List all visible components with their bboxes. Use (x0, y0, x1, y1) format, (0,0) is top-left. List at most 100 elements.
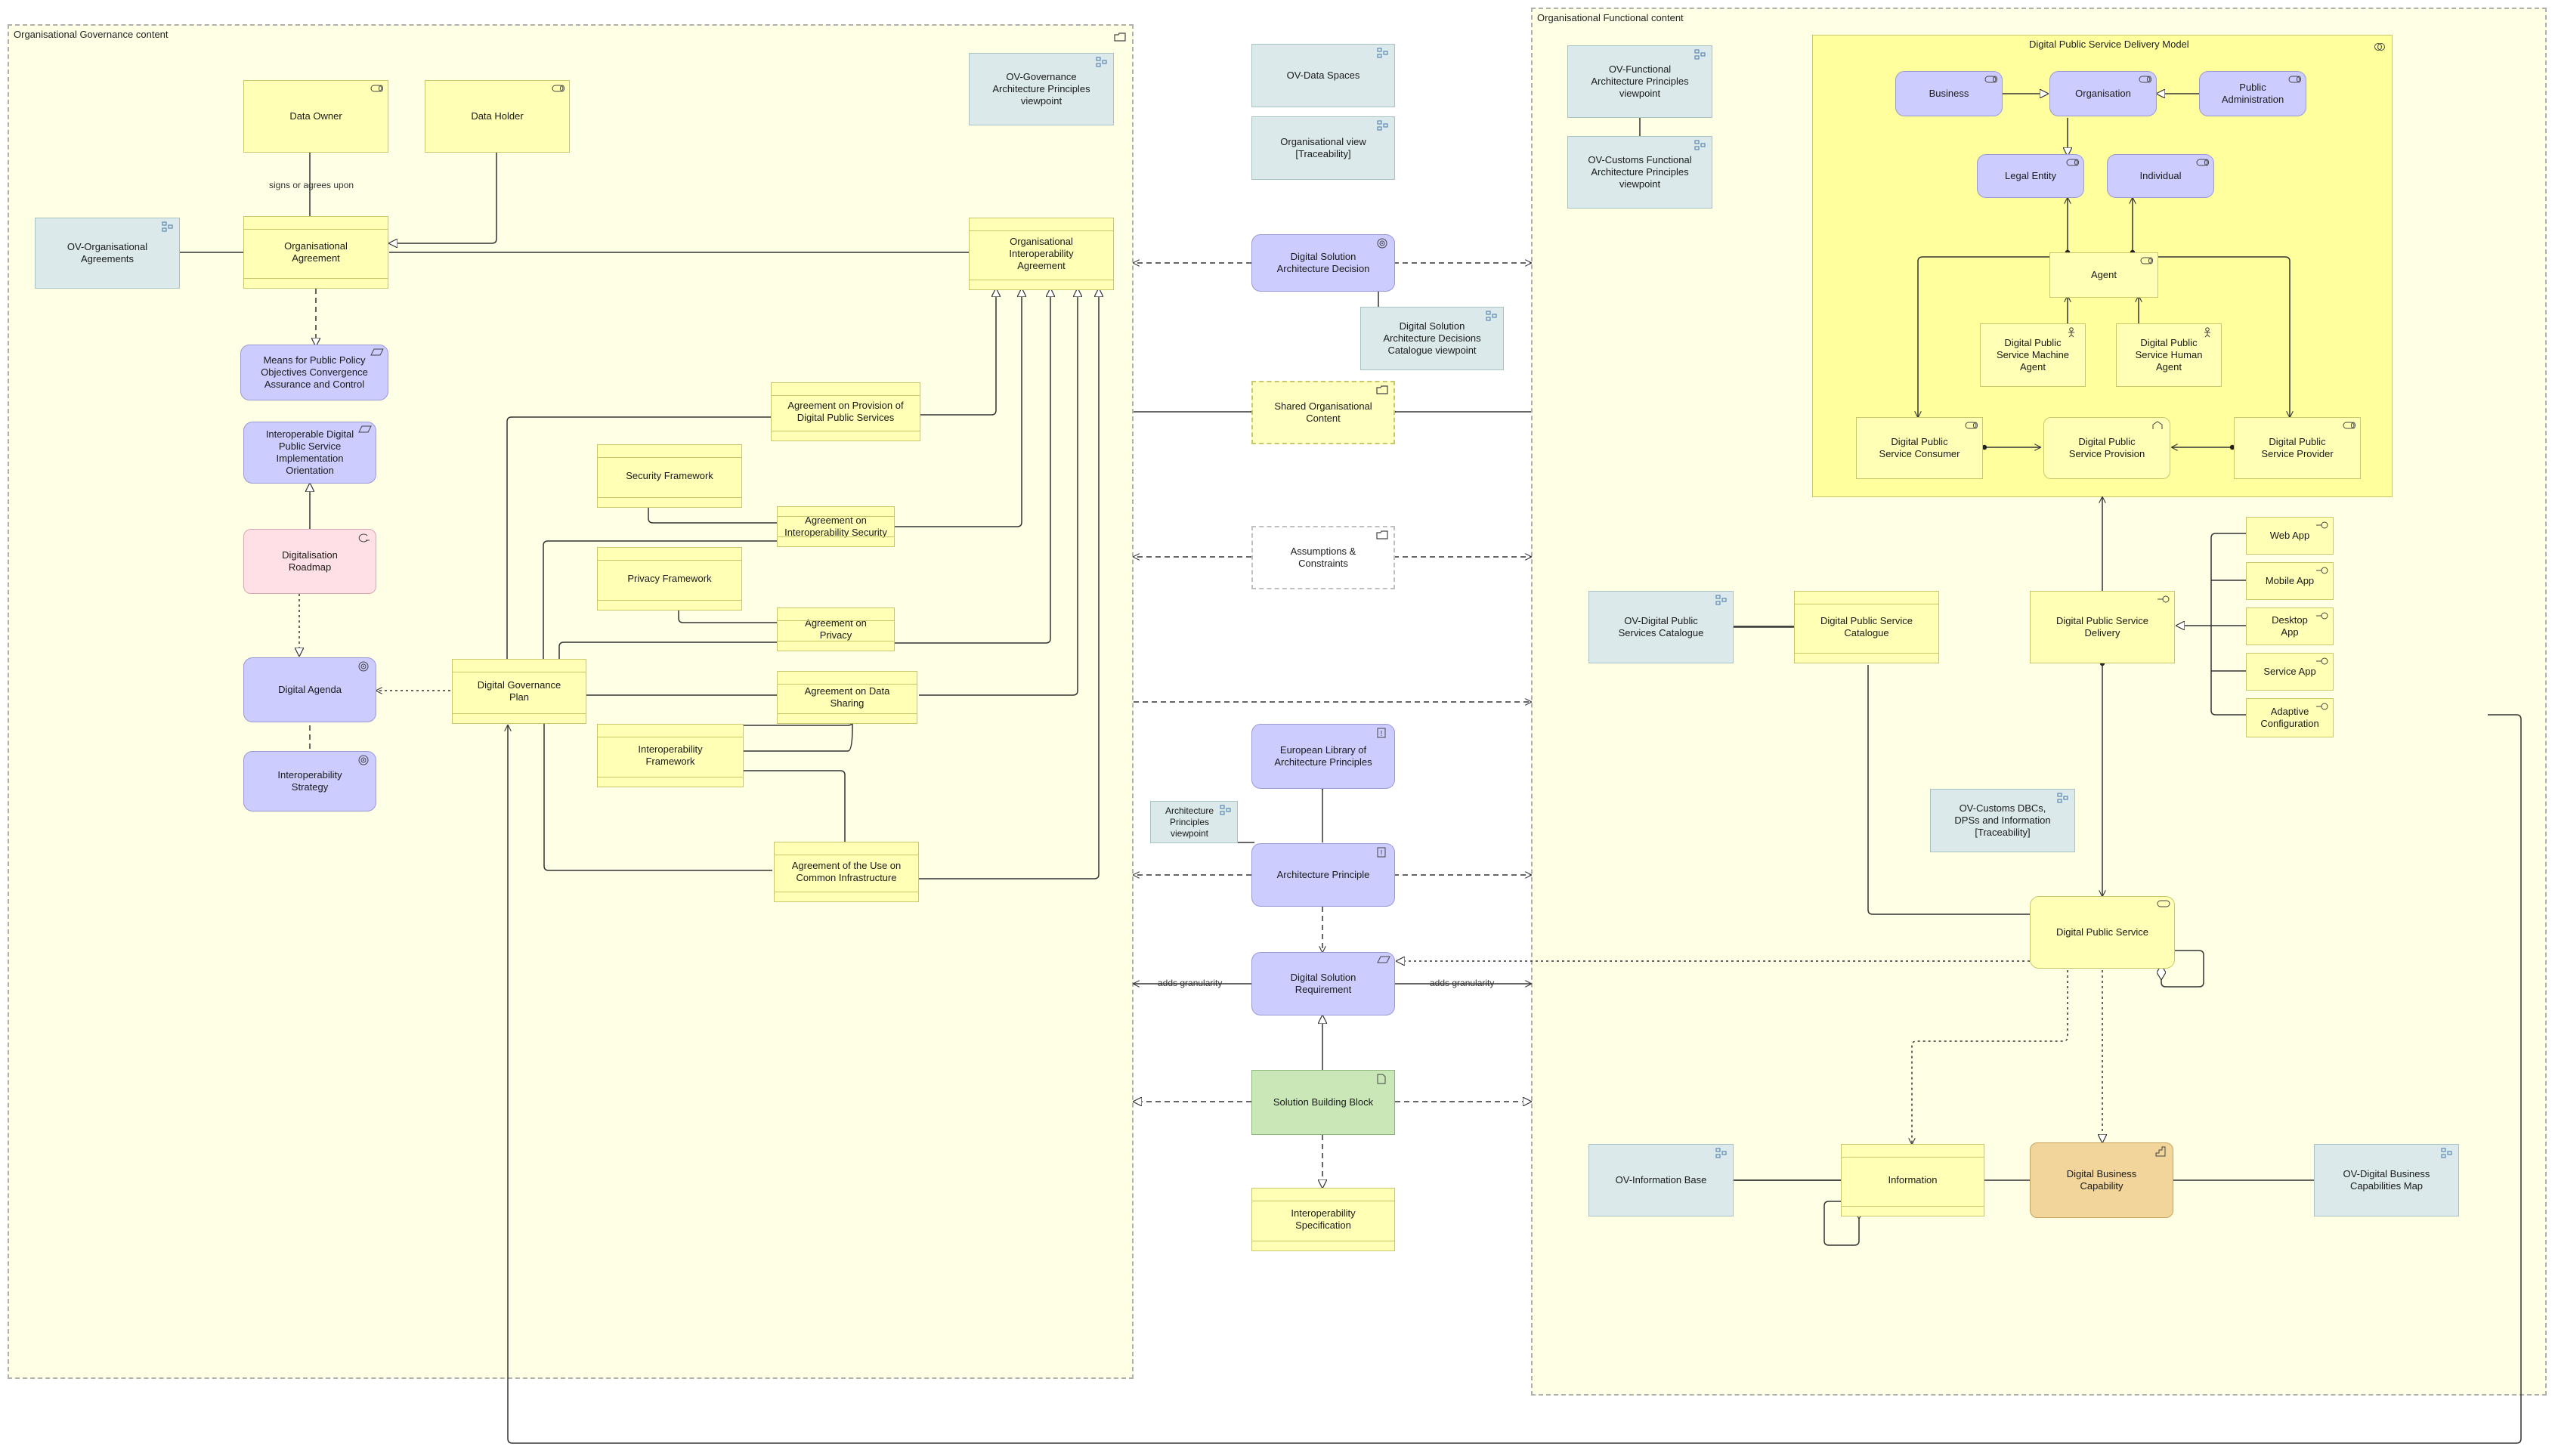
dps-delivery-interface[interactable]: Digital Public Service Delivery (2030, 591, 2175, 663)
desktop-app-label: Desktop App (2272, 614, 2308, 638)
ov-func-label: OV-Functional Architecture Principles vi… (1591, 63, 1689, 100)
dps-service[interactable]: Digital Public Service (2030, 896, 2175, 969)
viewpoint-icon (2057, 793, 2071, 803)
dsa-decision-label: Digital Solution Architecture Decision (1276, 250, 1370, 274)
ov-info-base-viewpoint[interactable]: OV-Information Base (1588, 1144, 1734, 1216)
ov-dps-catalogue-viewpoint[interactable]: OV-Digital Public Services Catalogue (1588, 591, 1734, 663)
viewpoint-icon (2441, 1148, 2454, 1158)
agr-infra-object[interactable]: Agreement of the Use on Common Infrastru… (774, 842, 919, 902)
interface-icon (2157, 595, 2170, 605)
governance-group-label: Organisational Governance content (14, 29, 169, 40)
adaptive-label: Adaptive Configuration (2260, 705, 2319, 729)
interop-dps-orientation[interactable]: Interoperable Digital Public Service Imp… (243, 422, 376, 484)
org-agreement-label: Organisational Agreement (284, 240, 348, 264)
goal-icon (358, 661, 372, 672)
interop-framework-object[interactable]: Interoperability Framework (597, 724, 744, 787)
interop-strategy-goal[interactable]: Interoperability Strategy (243, 751, 376, 811)
dsa-decision-goal[interactable]: Digital Solution Architecture Decision (1251, 234, 1395, 292)
privacy-framework-object[interactable]: Privacy Framework (597, 547, 742, 611)
artifact-icon (1377, 1074, 1390, 1084)
service-app-interface[interactable]: Service App (2246, 653, 2334, 691)
solution-requirement[interactable]: Digital Solution Requirement (1251, 952, 1395, 1015)
data-holder-label: Data Holder (471, 110, 524, 122)
shared-content-group[interactable]: Shared Organisational Content (1251, 381, 1395, 444)
role-icon (2288, 75, 2302, 85)
viewpoint-icon (1715, 1148, 1729, 1158)
interop-spec-object[interactable]: Interoperability Specification (1251, 1188, 1395, 1251)
machine-agent-actor[interactable]: Digital Public Service Machine Agent (1980, 323, 2086, 387)
agr-provision-object[interactable]: Agreement on Provision of Digital Public… (771, 382, 920, 441)
agr-data-object[interactable]: Agreement on Data Sharing (777, 671, 917, 724)
principle-icon: ! (1377, 728, 1390, 738)
role-icon (370, 84, 384, 94)
ov-func-principles-viewpoint[interactable]: OV-Functional Architecture Principles vi… (1567, 45, 1712, 118)
public-admin-role[interactable]: Public Administration (2199, 71, 2306, 116)
actor-icon (2204, 327, 2217, 338)
dps-catalogue-object[interactable]: Digital Public Service Catalogue (1794, 591, 1939, 663)
provision-label: Digital Public Service Provision (2068, 435, 2145, 459)
ov-agreements-viewpoint[interactable]: OV-Organisational Agreements (35, 218, 180, 289)
ov-dbc-map-viewpoint[interactable]: OV-Digital Business Capabilities Map (2314, 1144, 2459, 1216)
mobile-app-interface[interactable]: Mobile App (2246, 562, 2334, 600)
business-role[interactable]: Business (1895, 71, 2003, 116)
provider-role[interactable]: Digital Public Service Provider (2234, 417, 2361, 479)
individual-role[interactable]: Individual (2107, 154, 2214, 198)
arch-principle[interactable]: Architecture Principle ! (1251, 843, 1395, 907)
ov-customs-principles-viewpoint[interactable]: OV-Customs Functional Architecture Princ… (1567, 136, 1712, 209)
org-view-viewpoint[interactable]: Organisational view [Traceability] (1251, 116, 1395, 180)
ov-gov-principles-viewpoint[interactable]: OV-Governance Architecture Principles vi… (969, 53, 1114, 125)
ov-customs-dbc-viewpoint[interactable]: OV-Customs DBCs, DPSs and Information [T… (1930, 789, 2075, 852)
digitalisation-roadmap[interactable]: Digitalisation Roadmap (243, 529, 376, 594)
arch-vp-label: Architecture Principles viewpoint (1165, 805, 1214, 839)
web-app-interface[interactable]: Web App (2246, 517, 2334, 555)
information-object[interactable]: Information (1841, 1144, 1984, 1216)
assumptions-label: Assumptions & Constraints (1290, 545, 1356, 569)
ov-agreements-label: OV-Organisational Agreements (67, 240, 148, 264)
role-icon (1965, 421, 1978, 431)
organisation-role[interactable]: Organisation (2049, 71, 2157, 116)
org-agreement-object[interactable]: Organisational Agreement (243, 216, 388, 289)
dps-delivery-label: Digital Public Service Delivery (2055, 614, 2149, 638)
dbc-capability[interactable]: Digital Business Capability (2030, 1142, 2173, 1218)
security-framework-object[interactable]: Security Framework (597, 444, 742, 508)
ov-data-spaces-viewpoint[interactable]: OV-Data Spaces (1251, 44, 1395, 107)
org-interop-agreement-object[interactable]: Organisational Interoperability Agreemen… (969, 218, 1114, 290)
elap-principle[interactable]: European Library of Architecture Princip… (1251, 724, 1395, 789)
provision-function[interactable]: Digital Public Service Provision (2043, 417, 2170, 479)
adaptive-config-interface[interactable]: Adaptive Configuration (2246, 698, 2334, 737)
human-agent-label: Digital Public Service Human Agent (2135, 336, 2203, 373)
agr-privacy-object[interactable]: Agreement on Privacy (777, 607, 895, 651)
digital-agenda-goal[interactable]: Digital Agenda (243, 657, 376, 722)
solution-building-block[interactable]: Solution Building Block (1251, 1070, 1395, 1135)
interop-fw-label: Interoperability Framework (638, 743, 703, 767)
gov-plan-object[interactable]: Digital Governance Plan (452, 659, 586, 724)
gov-plan-label: Digital Governance Plan (477, 679, 561, 703)
data-holder-role[interactable]: Data Holder (425, 80, 570, 153)
ov-info-label: OV-Information Base (1615, 1173, 1707, 1186)
agent-role[interactable]: Agent (2049, 252, 2158, 298)
agr-security-object[interactable]: Agreement on Interoperability Security (777, 506, 895, 547)
shared-label: Shared Organisational Content (1274, 400, 1372, 424)
agr-data-label: Agreement on Data Sharing (804, 685, 890, 709)
ov-dbc-map-label: OV-Digital Business Capabilities Map (2343, 1167, 2430, 1192)
collaboration-icon (2374, 42, 2386, 51)
org-interop-agreement-label: Organisational Interoperability Agreemen… (1009, 235, 1074, 272)
agent-label: Agent (2091, 268, 2117, 280)
assumptions-group[interactable]: Assumptions & Constraints (1251, 526, 1395, 589)
information-label: Information (1888, 1173, 1938, 1186)
human-agent-actor[interactable]: Digital Public Service Human Agent (2116, 323, 2222, 387)
ov-gov-principles-label: OV-Governance Architecture Principles vi… (992, 70, 1090, 107)
service-app-label: Service App (2263, 665, 2316, 677)
desktop-app-interface[interactable]: Desktop App (2246, 607, 2334, 645)
dsa-catalogue-viewpoint[interactable]: Digital Solution Architecture Decisions … (1360, 307, 1504, 370)
arch-principles-viewpoint[interactable]: Architecture Principles viewpoint (1150, 801, 1238, 843)
ov-dps-catalogue-label: OV-Digital Public Services Catalogue (1618, 614, 1704, 638)
means-goal[interactable]: Means for Public Policy Objectives Conve… (240, 345, 388, 400)
consumer-role[interactable]: Digital Public Service Consumer (1856, 417, 1983, 479)
data-owner-role[interactable]: Data Owner (243, 80, 388, 153)
service-icon (2152, 421, 2166, 431)
dbc-label: Digital Business Capability (2066, 1167, 2137, 1192)
legal-entity-role[interactable]: Legal Entity (1977, 154, 2084, 198)
actor-icon (2068, 327, 2081, 338)
agenda-label: Digital Agenda (278, 683, 342, 695)
